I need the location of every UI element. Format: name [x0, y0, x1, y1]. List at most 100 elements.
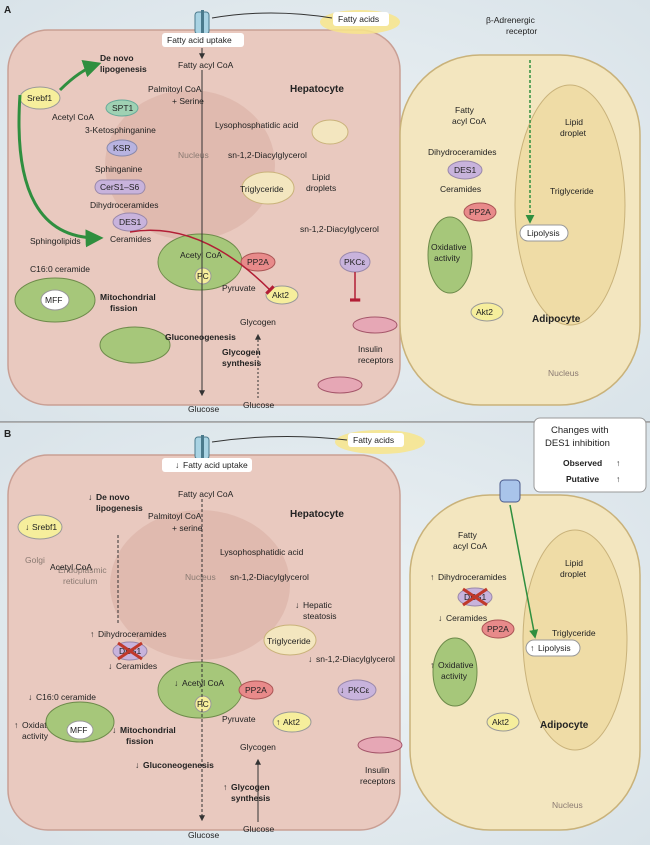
triglyceride-adipo-a: Triglyceride	[550, 186, 594, 196]
down-arrow-observed-ceramides: ↓	[108, 661, 112, 671]
lipolysis-label-a: Lipolysis	[527, 228, 560, 238]
triglyceride-b: Triglyceride	[267, 636, 311, 646]
up-arrow-observed-oxidative-adipo: ↑	[430, 660, 434, 670]
akt2-label-b: Akt2	[283, 717, 300, 727]
hepatocyte-title-a: Hepatocyte	[290, 84, 344, 95]
pc-b	[194, 695, 212, 713]
mff-b	[66, 720, 94, 740]
lipid-droplet-icon	[241, 171, 295, 205]
oxidative-line1-b: Oxidative	[22, 720, 58, 730]
adipocyte-nucleus-b: Nucleus	[552, 800, 583, 810]
nucleus-b	[110, 510, 290, 660]
lipolysis-b	[525, 639, 581, 657]
mff-label-b: MFF	[70, 725, 87, 735]
ceramides-a: Ceramides	[110, 234, 151, 244]
lipid-droplet-line1-b: Lipid	[565, 558, 583, 568]
mitochondrion-icon	[99, 326, 171, 364]
srebf1-label-a: Srebf1	[27, 93, 52, 103]
lipid-droplet-icon	[263, 624, 317, 656]
dag2-b: sn-1,2-Diacylglycerol	[316, 654, 395, 664]
mito-fission-line1-b: Mitochondrial	[120, 725, 176, 735]
receptor-icon	[499, 479, 521, 503]
down-arrow-putative-pkce: ↓	[340, 685, 344, 695]
glycogen-synth-line1-b: Glycogen	[231, 782, 270, 792]
lysophosphatidic-b: Lysophosphatidic acid	[220, 547, 304, 557]
up-arrow-putative-glycogen: ↑	[223, 782, 227, 792]
dihydroceramides-a: Dihydroceramides	[90, 200, 159, 210]
gluconeogenesis-b: Gluconeogenesis	[143, 760, 214, 770]
ksr-label-a: KSR	[113, 143, 130, 153]
dihydroceramides-b: Dihydroceramides	[98, 629, 167, 639]
glucose-out-b: Glucose	[188, 830, 219, 840]
c16-ceramide-a: C16:0 ceramide	[30, 264, 90, 274]
lipid-droplet-line2-b: droplet	[560, 569, 587, 579]
mito-fission-line2-b: fission	[126, 736, 153, 746]
down-arrow-putative-denovo: ↓	[88, 492, 92, 502]
down-arrow-observed-srebf1: ↓	[25, 522, 29, 532]
serine-b: + serine	[172, 523, 203, 533]
adipocyte-title-b: Adipocyte	[540, 720, 589, 731]
insulin-receptors-line2-a: receptors	[358, 355, 393, 365]
down-arrow-putative-fission: ↓	[112, 725, 116, 735]
ceramides-adipo-a: Ceramides	[440, 184, 481, 194]
receptor-icon	[194, 10, 210, 36]
oxidative-adipo-line1-b: Oxidative	[438, 660, 474, 670]
fatty-acids-box-a	[333, 12, 389, 26]
lipolysis-a	[519, 224, 569, 242]
glucose-in-b: Glucose	[243, 824, 274, 834]
oxidative-adipo-line1-a: Oxidative	[431, 242, 467, 252]
mito-acetyl-coa-a: Acetyl CoA	[180, 250, 222, 260]
panel-tag-b: B	[4, 429, 11, 440]
up-arrow-putative-oxidative: ↑	[14, 720, 18, 730]
dihydroceramides-adipo-b: Dihydroceramides	[438, 572, 507, 582]
pp2a-label-b: PP2A	[245, 685, 267, 695]
fatty-acyl-line2-a: acyl CoA	[452, 116, 486, 126]
lipolysis-label-b: Lipolysis	[538, 643, 571, 653]
pkce-label-b: PKCε	[348, 685, 369, 695]
oxidative-line2-b: activity	[22, 731, 49, 741]
ketosphinganine-a: 3-Ketosphinganine	[85, 125, 156, 135]
acetyl-coa-b: Acetyl CoA	[50, 562, 92, 572]
hepatic-line1-b: Hepatic	[303, 600, 333, 610]
fatty-acyl-line1-a: Fatty	[455, 105, 475, 115]
lipid-droplet-line2-a: droplet	[560, 128, 587, 138]
up-arrow-observed-dihydro: ↑	[90, 629, 94, 639]
spt1-label-a: SPT1	[112, 103, 134, 113]
cers-label-a: CerS1–S6	[100, 182, 139, 192]
dna-x-icon	[117, 641, 143, 661]
down-arrow-observed-steatosis: ↓	[295, 600, 299, 610]
golgi-b: Golgi	[25, 555, 45, 565]
hepatocyte-title-b: Hepatocyte	[290, 509, 344, 520]
panel-a: A Nucleus Hepatocyte Fatty acid uptake F…	[0, 0, 650, 422]
pc-label-b: PC	[197, 699, 209, 709]
lipid-droplet-line1-a: Lipid	[565, 117, 583, 127]
insulin-receptors-line1-b: Insulin	[365, 765, 390, 775]
de-novo-line2-a: lipogenesis	[100, 64, 147, 74]
akt2-label-a: Akt2	[272, 290, 289, 300]
pyruvate-a: Pyruvate	[222, 283, 256, 293]
pkce-label-a: PKCε	[344, 257, 365, 267]
fatty-acyl-line2-b: acyl CoA	[453, 541, 487, 551]
lipid-droplet-icon	[522, 529, 628, 751]
insulin-receptors-line1-a: Insulin	[358, 344, 383, 354]
akt2-adipo-label-a: Akt2	[476, 307, 493, 317]
pc-a	[194, 267, 212, 285]
triglyceride-a: Triglyceride	[240, 184, 284, 194]
adipocyte-title-a: Adipocyte	[532, 314, 581, 325]
insulin-receptor-icon	[317, 316, 398, 394]
pp2a-a	[240, 252, 276, 272]
lipid-droplet-icon	[311, 119, 349, 145]
c16-ceramide-b: C16:0 ceramide	[36, 692, 96, 702]
mito-fission-line1-a: Mitochondrial	[100, 292, 156, 302]
pp2a-adipo-label-a: PP2A	[469, 207, 491, 217]
up-arrow-observed-akt2: ↑	[276, 717, 280, 727]
ceramides-adipo-b: Ceramides	[446, 613, 487, 623]
sphinganine-a: Sphinganine	[95, 164, 143, 174]
legend-box	[533, 417, 647, 493]
srebf1-label-b: Srebf1	[32, 522, 57, 532]
mff-a	[40, 289, 70, 311]
akt2-adipo-label-b: Akt2	[492, 717, 509, 727]
panel-tag-a: A	[4, 5, 11, 16]
legend-observed-arrow: ↑	[616, 458, 620, 468]
